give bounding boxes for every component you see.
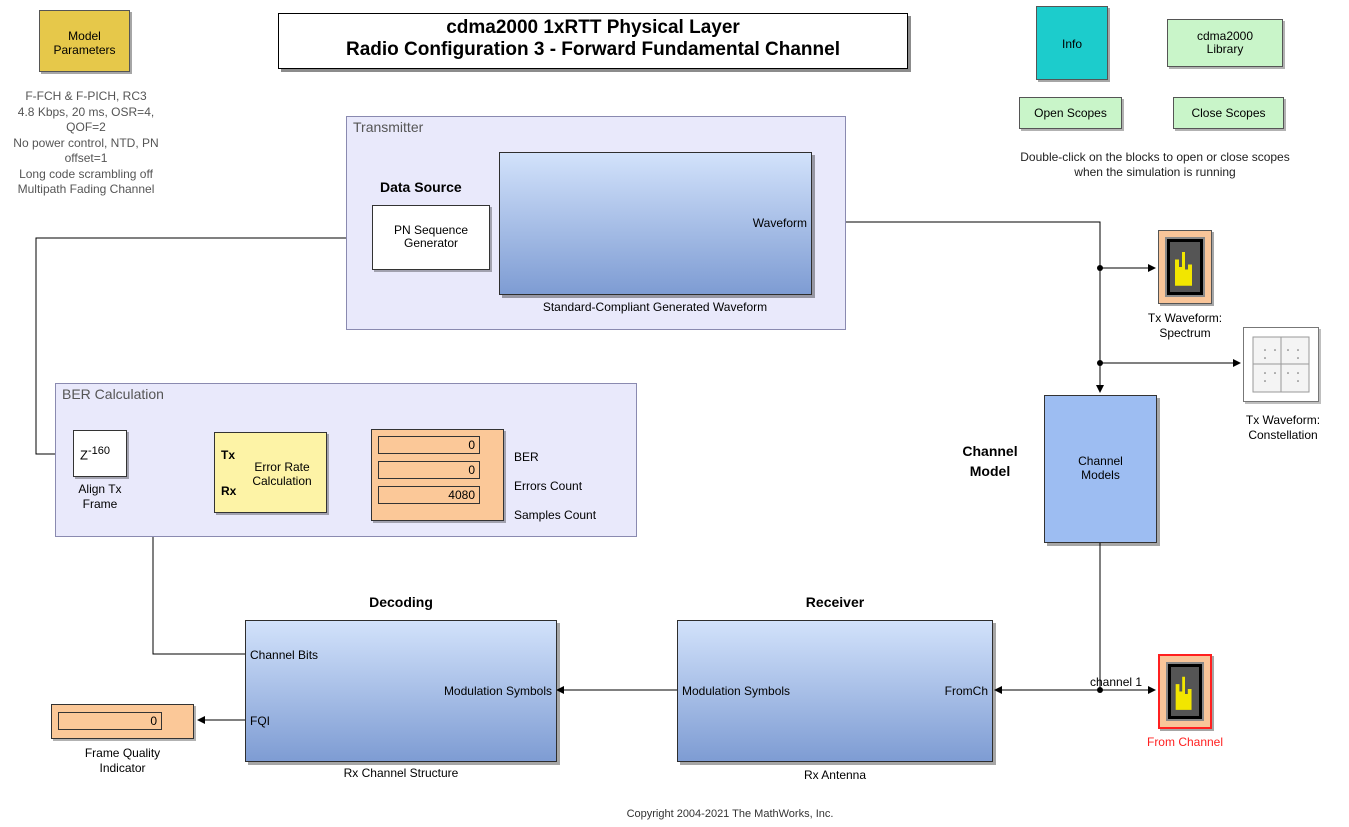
tx-spectrum-caption: Tx Waveform: Spectrum (1120, 311, 1250, 341)
library-button[interactable]: cdma2000 Library (1167, 19, 1283, 67)
rx-antenna-caption: Rx Antenna (803, 768, 867, 782)
tx-spectrum-caption-1: Tx Waveform: (1147, 311, 1223, 325)
data-source-heading: Data Source (380, 179, 462, 195)
receiver-heading: Receiver (805, 594, 865, 610)
hint-line-1: Double-click on the blocks to open or cl… (1020, 150, 1290, 164)
library-label-2: Library (1206, 42, 1244, 56)
align-caption: Align Tx Frame (60, 482, 140, 512)
channel-block-label-2: Models (1081, 468, 1120, 482)
branch-dot-spectrum (1097, 265, 1103, 271)
fqi-display-block[interactable]: 0 (51, 704, 194, 739)
pn-label-2: Generator (403, 236, 459, 250)
model-parameters-label-1: Model (68, 29, 101, 43)
decoding-heading: Decoding (369, 594, 433, 610)
fqi-port: FQI (250, 714, 270, 728)
spectrum-icon (1175, 252, 1192, 286)
open-scopes-button[interactable]: Open Scopes (1019, 97, 1122, 129)
param-line: Long code scrambling off (19, 166, 153, 181)
model-parameters-label-2: Parameters (53, 43, 116, 57)
param-line: 4.8 Kbps, 20 ms, OSR=4, QOF=2 (17, 104, 155, 135)
ber-display-label: BER (514, 450, 539, 464)
channel-heading-1: Channel (962, 443, 1018, 459)
model-parameters-description: F-FCH & F-PICH, RC3 4.8 Kbps, 20 ms, OSR… (0, 89, 172, 198)
ber-display-block[interactable]: 0 0 4080 (371, 429, 504, 521)
fqi-caption: Frame Quality Indicator (51, 746, 194, 776)
errors-count-label: Errors Count (514, 479, 583, 493)
pn-sequence-generator-block[interactable]: PN Sequence Generator (372, 205, 490, 270)
wire-waveform-to-spectrum (812, 221, 1156, 272)
error-rate-title-1: Error Rate (254, 460, 310, 474)
model-title: cdma2000 1xRTT Physical Layer Radio Conf… (278, 13, 908, 69)
constellation-icon (1252, 336, 1310, 393)
open-scopes-label: Open Scopes (1034, 106, 1107, 120)
align-caption-2: Frame (82, 497, 118, 511)
channel-signal-label: channel 1 (1090, 675, 1143, 689)
delay-exponent: -160 (87, 445, 110, 457)
close-scopes-label: Close Scopes (1191, 106, 1266, 120)
transmitter-area-label: Transmitter (353, 119, 424, 135)
errors-count-value: 0 (378, 461, 480, 479)
fqi-caption-1: Frame Quality (84, 746, 161, 760)
rx-channel-structure-block[interactable]: Channel Bits Modulation Symbols FQI (245, 620, 557, 762)
model-parameters-button[interactable]: Model Parameters (39, 10, 130, 72)
scope-screen (1165, 237, 1205, 297)
tx-spectrum-caption-2: Spectrum (1159, 326, 1211, 340)
branch-dot-channel-out (1097, 687, 1103, 693)
param-line: No power control, NTD, PN offset=1 (13, 135, 159, 166)
from-channel-caption: From Channel (1146, 735, 1224, 749)
title-line-2: Radio Configuration 3 - Forward Fundamen… (345, 39, 840, 60)
tx-constellation-scope[interactable] (1243, 327, 1319, 402)
scope-screen (1166, 662, 1204, 721)
channel-heading-2: Model (969, 463, 1011, 479)
title-line-1: cdma2000 1xRTT Physical Layer (446, 17, 740, 38)
spectrum-icon (1175, 676, 1192, 710)
channel-bits-port: Channel Bits (250, 648, 319, 662)
error-rate-title-2: Calculation (252, 474, 312, 488)
rx-channel-structure-caption: Rx Channel Structure (343, 766, 459, 780)
wire-channel-to-receiver (994, 543, 1101, 694)
from-channel-scope[interactable] (1158, 654, 1212, 729)
delay-base: Z (80, 447, 88, 463)
channel-block-label-1: Channel (1078, 454, 1123, 468)
modulation-symbols-in-port: Modulation Symbols (443, 684, 552, 698)
copyright: Copyright 2004-2021 The MathWorks, Inc. (626, 808, 834, 820)
modulation-symbols-out-port: Modulation Symbols (682, 684, 791, 698)
align-caption-1: Align Tx (78, 482, 122, 496)
param-line: F-FCH & F-PICH, RC3 (25, 89, 147, 103)
param-line: Multipath Fading Channel (17, 182, 155, 196)
fqi-value: 0 (58, 712, 162, 730)
port-tx-label: Tx (221, 448, 236, 462)
hint-line-2: when the simulation is running (1074, 165, 1236, 179)
pn-label-1: PN Sequence (393, 223, 469, 237)
ber-area: BER Calculation (55, 383, 637, 537)
delay-block[interactable]: Z-160 (73, 430, 127, 477)
info-label: Info (1061, 37, 1082, 51)
tx-spectrum-scope[interactable] (1158, 230, 1212, 304)
channel-models-block[interactable]: Channel Models (1044, 395, 1157, 543)
channel-model-heading: Channel Model (955, 441, 1025, 481)
fromch-port: FromCh (944, 684, 988, 698)
tx-constellation-caption: Tx Waveform: Constellation (1220, 413, 1346, 443)
samples-count-value: 4080 (378, 486, 480, 504)
library-label-1: cdma2000 (1196, 29, 1254, 43)
info-button[interactable]: Info (1036, 6, 1108, 80)
tx-constellation-caption-1: Tx Waveform: (1245, 413, 1321, 427)
rx-antenna-block[interactable]: Modulation Symbols FromCh (677, 620, 993, 762)
scopes-hint: Double-click on the blocks to open or cl… (985, 150, 1325, 180)
samples-count-label: Samples Count (514, 508, 597, 522)
tx-constellation-caption-2: Constellation (1248, 428, 1318, 442)
port-rx-label: Rx (221, 484, 237, 498)
ber-area-label: BER Calculation (62, 386, 164, 402)
waveform-generator-block[interactable]: Waveform (499, 152, 812, 295)
fqi-caption-2: Indicator (99, 761, 146, 775)
waveform-block-caption: Standard-Compliant Generated Waveform (542, 300, 768, 314)
waveform-port-label: Waveform (752, 216, 807, 230)
branch-dot-constellation (1097, 360, 1103, 366)
close-scopes-button[interactable]: Close Scopes (1173, 97, 1284, 129)
error-rate-calculation-block[interactable]: Tx Rx Error Rate Calculation (214, 432, 327, 513)
error-rate-title: Error Rate Calculation (237, 460, 327, 488)
wire-pn-to-delay (35, 237, 372, 458)
ber-value: 0 (378, 436, 480, 454)
